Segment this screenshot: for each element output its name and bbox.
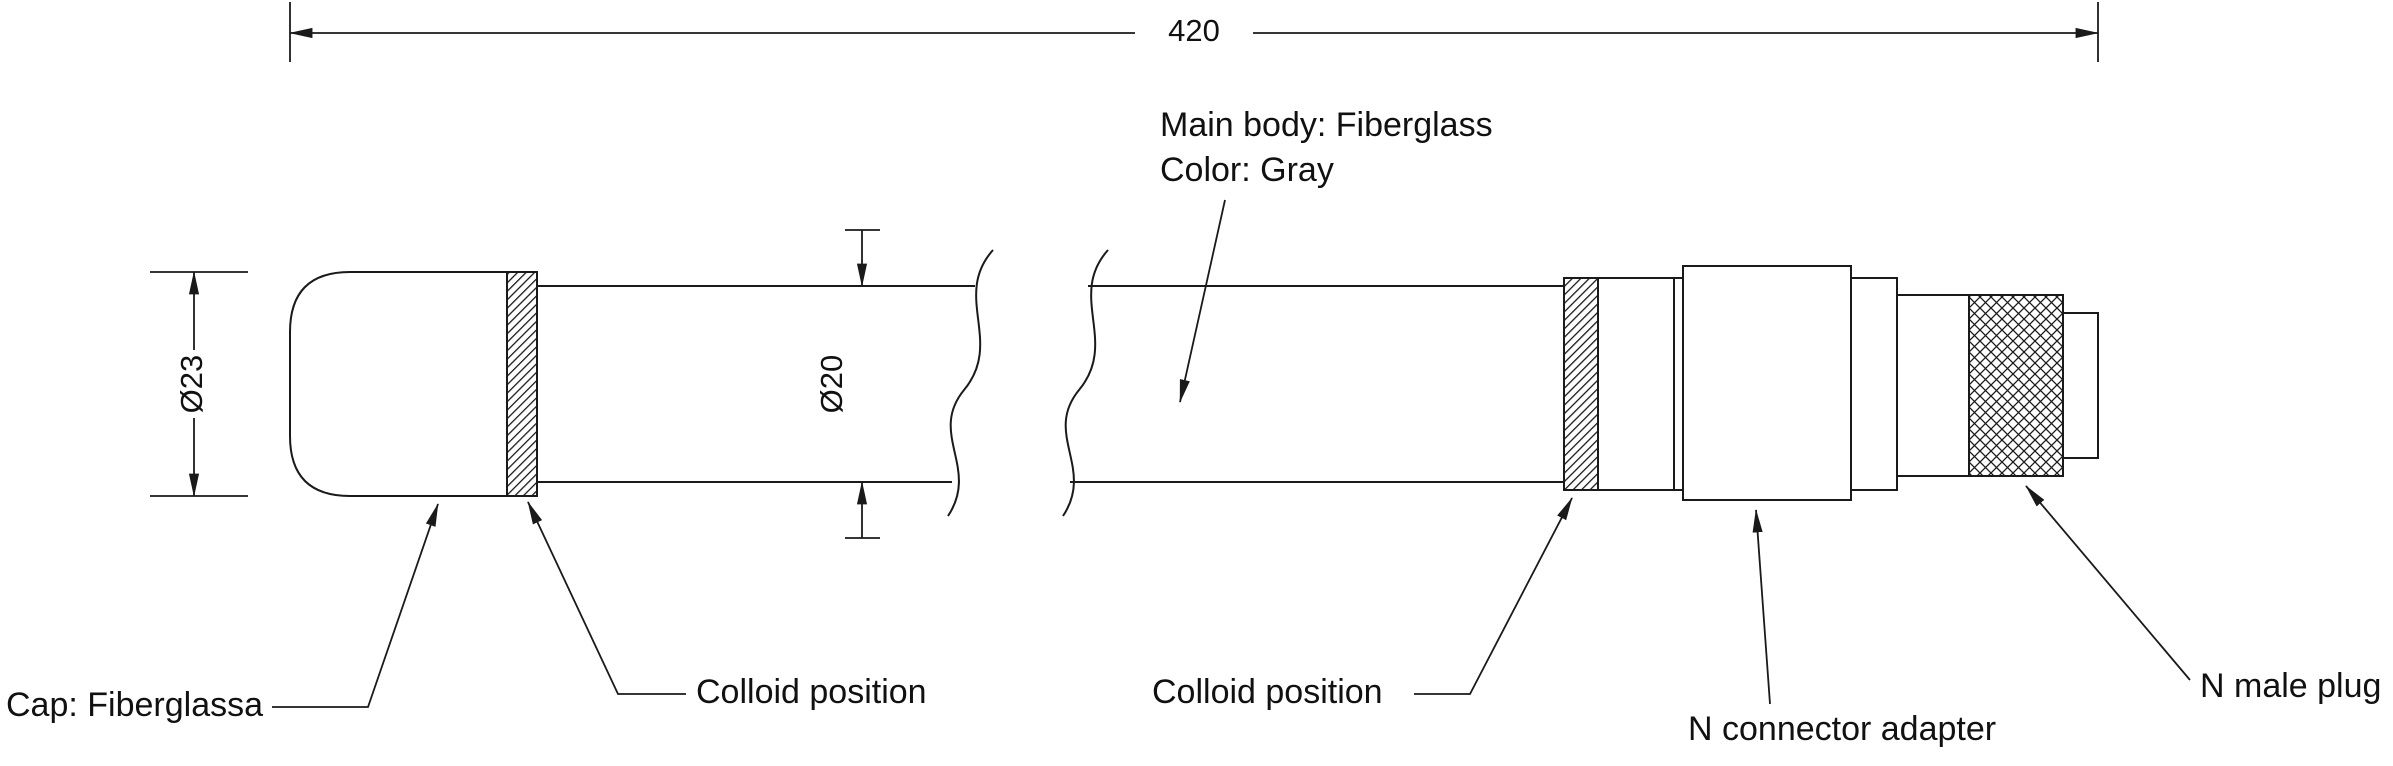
cap-diameter-value: Ø23 [174, 355, 209, 414]
colloid-left-label: Colloid position [696, 673, 927, 711]
colloid-right-label: Colloid position [1152, 673, 1383, 711]
break-line-left [947, 249, 994, 517]
n-connector-adapter-label: N connector adapter [1688, 710, 1996, 748]
overall-length-value: 420 [1168, 13, 1220, 48]
n-male-plug-tip [2062, 312, 2099, 459]
n-male-plug-callout: N male plug [2025, 485, 2381, 705]
main-body-leader-line [1179, 199, 1226, 403]
connector-gap-ring [1673, 277, 1684, 491]
colloid-right-leader-line [1414, 497, 1573, 695]
colloid-band-right [1563, 277, 1599, 491]
colloid-right-callout: Colloid position [1152, 497, 1573, 711]
cap-diameter-dimension: Ø23 [150, 271, 248, 497]
n-male-plug-knurl [1968, 294, 2064, 477]
n-connector-adapter-shape [1682, 265, 1852, 501]
cap-shape [289, 271, 538, 497]
colloid-left-leader-line [527, 501, 686, 695]
body-diameter-dimension: Ø20 [814, 229, 880, 539]
n-connector-adapter-callout: N connector adapter [1688, 509, 1996, 748]
body-diameter-value: Ø20 [814, 355, 849, 414]
connector-collar [1597, 277, 1675, 491]
overall-length-dimension: 420 [289, 2, 2099, 62]
cap-label: Cap: Fiberglassa [6, 686, 263, 724]
colloid-band-left [506, 271, 538, 497]
break-line-right [1062, 249, 1109, 517]
cap-leader-line [272, 503, 439, 708]
main-body-label-line1: Main body: Fiberglass [1160, 106, 1493, 144]
main-body-callout: Main body: Fiberglass Color: Gray [1160, 106, 1493, 403]
n-connector-adapter-leader-line [1752, 509, 1771, 705]
n-male-plug-label: N male plug [2200, 667, 2381, 705]
cap-callout: Cap: Fiberglassa [6, 503, 439, 724]
connector-assembly [1563, 265, 2099, 501]
main-body-label-line2: Color: Gray [1160, 151, 1334, 189]
connector-neck [1896, 294, 1970, 477]
colloid-left-callout: Colloid position [527, 501, 927, 711]
main-body-tube [537, 249, 1564, 517]
connector-ring [1850, 277, 1898, 491]
n-male-plug-leader-line [2025, 485, 2191, 681]
